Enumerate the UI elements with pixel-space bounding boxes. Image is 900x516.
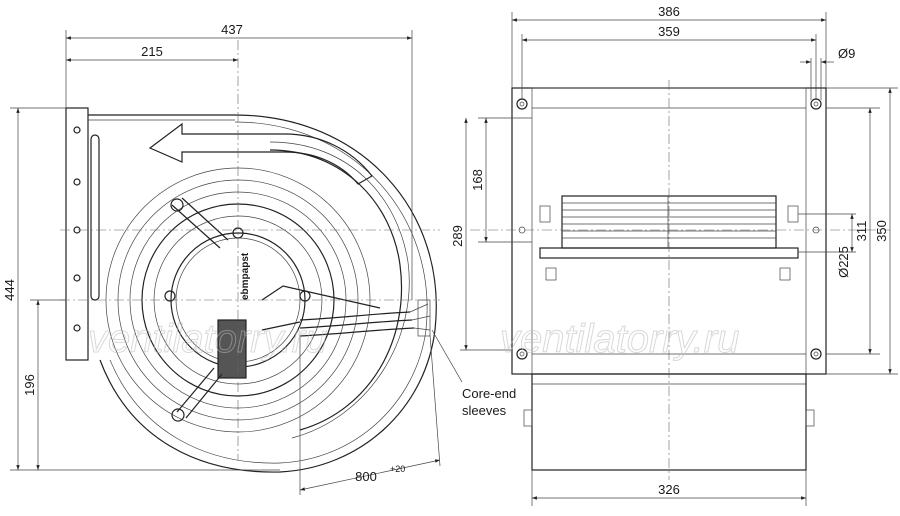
- dim-hole-9: Ø9: [838, 46, 855, 61]
- dim-350: 350: [874, 220, 889, 242]
- watermark-left: ventilatorry.ru: [88, 317, 327, 361]
- dim-215: 215: [141, 44, 163, 59]
- front-view: ebmpapst 437 215: [2, 22, 516, 495]
- dim-444: 444: [2, 279, 17, 301]
- dim-326: 326: [658, 482, 680, 497]
- flange-slot: [90, 134, 100, 301]
- mounting-flange: [65, 107, 89, 361]
- dim-359: 359: [658, 24, 680, 39]
- dim-d225: Ø225: [836, 246, 851, 278]
- dim-311: 311: [854, 221, 869, 242]
- note-core-end: Core-end: [462, 386, 516, 401]
- dim-386: 386: [658, 4, 680, 19]
- dim-800-tolerance: +20: [390, 464, 405, 474]
- dim-168: 168: [470, 169, 485, 191]
- airflow-direction-arrow: [148, 122, 373, 185]
- side-view: 386 359 Ø9 168 289 311 350: [450, 4, 898, 506]
- dim-800: 800: [355, 469, 377, 484]
- dim-289: 289: [450, 225, 465, 247]
- support-struts: [170, 197, 381, 422]
- motor-brand-label: ebmpapst: [240, 252, 251, 300]
- capacitor-box: [217, 319, 247, 379]
- motor-cables: [299, 299, 431, 337]
- scroll-housing-inner-edge: [109, 121, 428, 464]
- inner-scroll-rail: [269, 149, 403, 431]
- flange-holes: [73, 126, 81, 332]
- scroll-housing-outer: [99, 114, 437, 473]
- watermark-right: ventilatorry.ru: [500, 317, 739, 361]
- note-sleeves: sleeves: [462, 403, 507, 418]
- dim-196: 196: [22, 374, 37, 396]
- motor-cylinder: [561, 195, 777, 249]
- dim-437: 437: [221, 22, 243, 37]
